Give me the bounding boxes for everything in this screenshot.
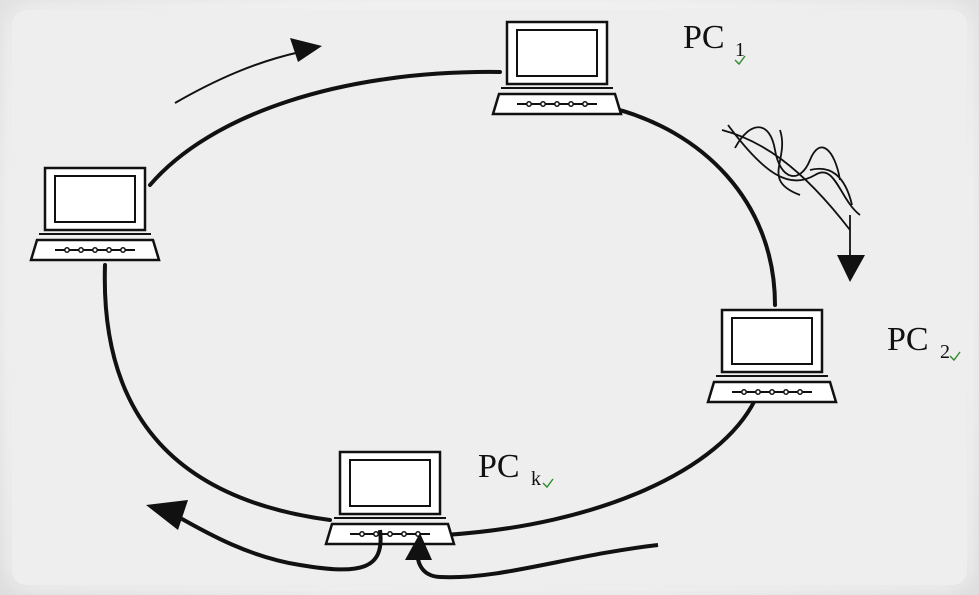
label-pc1-main: PC [683, 19, 725, 56]
label-pc1-sub: 1 [735, 39, 745, 61]
subscript-mark [542, 478, 554, 489]
label-pc1: PC 1 [683, 19, 746, 66]
computer-icon-left [29, 166, 161, 262]
label-pck-main: PC [478, 448, 520, 485]
diagram-panel [12, 10, 967, 585]
ring-cable [102, 69, 777, 537]
computer-icon-pc2 [706, 308, 838, 404]
label-pck-sub: k [531, 468, 541, 490]
label-pc2-main: PC [887, 321, 929, 358]
label-pc2: PC 2 [887, 321, 961, 363]
label-pck: PC k [478, 448, 554, 490]
arrow-icon-top [174, 38, 322, 104]
label-pc2-sub: 2 [940, 341, 950, 363]
subscript-mark [949, 351, 961, 362]
computer-icon-pck [324, 450, 456, 546]
subscript-mark [734, 55, 746, 66]
arrow-icon-bottom-left [146, 500, 383, 572]
signal-wave-icon [721, 124, 865, 282]
computer-icon-pc1 [491, 20, 623, 116]
arrow-icon-bottom-incoming [405, 533, 659, 580]
